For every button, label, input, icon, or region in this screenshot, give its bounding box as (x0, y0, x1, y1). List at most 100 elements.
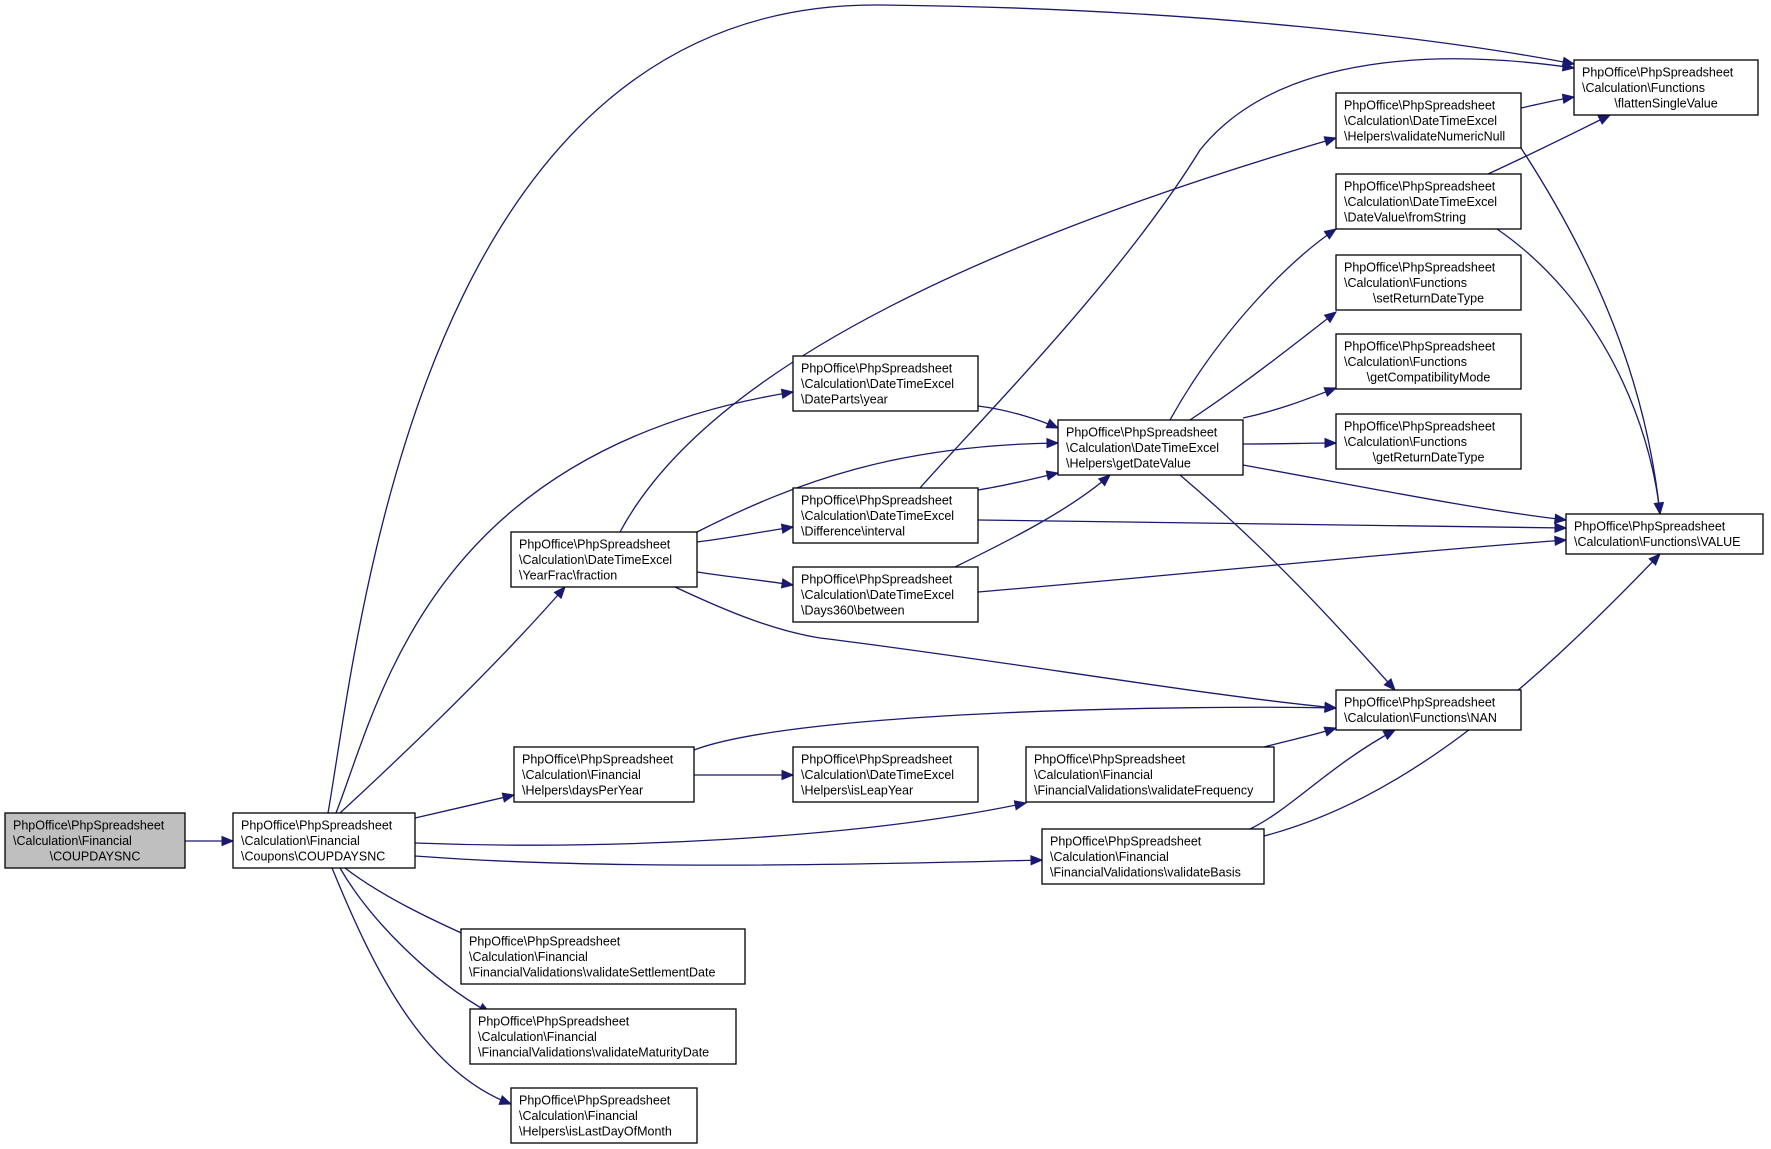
edge-n1-to-n6 (414, 800, 1028, 846)
node-label-line: \Helpers\isLeapYear (801, 783, 913, 797)
edge-n5-to-n15 (693, 702, 1338, 751)
edge-line (696, 442, 1059, 533)
edge-n12-to-n21 (1242, 464, 1568, 524)
node-label-line: \Calculation\DateTimeExcel (1066, 441, 1219, 455)
node-label-line: \Helpers\isLastDayOfMonth (519, 1124, 672, 1138)
node-label-line: \Calculation\Functions (1344, 355, 1467, 369)
node-box (510, 1087, 698, 1144)
node-label-line: \getCompatibilityMode (1367, 370, 1491, 384)
edge-n1-to-n5 (414, 792, 516, 819)
node-label-line: PhpOffice\PhpSpreadsheet (1582, 65, 1734, 79)
node-box (792, 566, 979, 623)
arrowhead (1553, 513, 1568, 524)
edge-line (977, 519, 1567, 529)
node-label-line: PhpOffice\PhpSpreadsheet (1066, 425, 1218, 439)
function-node[interactable]: PhpOffice\PhpSpreadsheet \Calculation\Dat… (1057, 419, 1244, 476)
node-label-line: PhpOffice\PhpSpreadsheet (801, 572, 953, 586)
function-node[interactable]: PhpOffice\PhpSpreadsheet\Calculation\Fun… (1335, 689, 1522, 731)
function-node[interactable]: PhpOffice\PhpSpreadsheet \Calculation\Dat… (1335, 173, 1522, 230)
node-box (1057, 419, 1244, 476)
function-node[interactable]: PhpOffice\PhpSpreadsheet\Calculation\Fin… (469, 1008, 737, 1065)
edge-layer (185, 4, 1664, 1105)
function-node[interactable]: PhpOffice\PhpSpreadsheet\Calculation\Fun… (1335, 333, 1522, 390)
edge-n3-to-n12 (977, 405, 1060, 429)
arrowhead (1323, 136, 1338, 147)
function-node[interactable]: PhpOffice\PhpSpreadsheet\Calculation\Fin… (460, 928, 746, 985)
arrowhead (1323, 387, 1338, 398)
node-label-line: \Calculation\DateTimeExcel (801, 377, 954, 391)
node-label-line: PhpOffice\PhpSpreadsheet (522, 752, 674, 766)
edge-n14-to-n21 (977, 535, 1568, 593)
edge-n13-to-n21 (977, 519, 1568, 534)
function-node[interactable]: PhpOffice\PhpSpreadsheet\Calculation\Dat… (792, 487, 979, 544)
node-label-line: \Coupons\COUPDAYSNC (241, 849, 385, 863)
edge-n4-to-n15 (674, 586, 1338, 713)
node-label-line: \Calculation\DateTimeExcel (801, 509, 954, 523)
edge-line (696, 571, 794, 586)
edge-n13-to-n12 (977, 470, 1060, 491)
node-label-line: PhpOffice\PhpSpreadsheet (1344, 179, 1496, 193)
function-node[interactable]: PhpOffice\PhpSpreadsheet\Calculation\Dat… (792, 746, 979, 803)
edge-line (1496, 228, 1661, 515)
edge-line (954, 474, 1111, 568)
arrowhead (781, 769, 795, 781)
node-label-line: \flattenSingleValue (1614, 96, 1717, 110)
edge-line (619, 137, 1337, 533)
function-node[interactable]: PhpOffice\PhpSpreadsheet \Calculation\Dat… (792, 355, 979, 412)
node-label-line: \FinancialValidations\validateFrequency (1034, 783, 1254, 797)
node-box (1573, 59, 1759, 116)
edge-n11-to-n21 (1520, 147, 1664, 516)
function-node[interactable]: PhpOffice\PhpSpreadsheet\Calculation\Fin… (1025, 746, 1275, 803)
edge-n17-to-n21 (1496, 228, 1664, 516)
function-node[interactable]: PhpOffice\PhpSpreadsheet\Calculation\Fin… (513, 746, 695, 803)
function-node[interactable]: PhpOffice\PhpSpreadsheet \Calculation\Fin… (232, 812, 416, 869)
arrowhead (1045, 470, 1060, 481)
edge-n17-to-n2 (1487, 114, 1612, 175)
edge-n1-to-n4 (339, 586, 566, 814)
function-node[interactable]: PhpOffice\PhpSpreadsheet\Calculation\Fun… (1335, 254, 1522, 311)
node-label-line: \Calculation\DateTimeExcel (1344, 114, 1497, 128)
edge-n1-to-n10 (331, 867, 513, 1105)
node-label-line: \Helpers\validateNumericNull (1344, 129, 1505, 143)
arrowhead (1383, 677, 1396, 691)
function-node[interactable]: PhpOffice\PhpSpreadsheet \Calculation\Dat… (1335, 92, 1522, 149)
node-label-line: PhpOffice\PhpSpreadsheet (1344, 98, 1496, 112)
arrowhead (501, 792, 516, 803)
function-node[interactable]: PhpOffice\PhpSpreadsheet\Calculation\Fun… (1573, 59, 1759, 116)
node-box (1565, 513, 1764, 555)
function-node[interactable]: PhpOffice\PhpSpreadsheet\Calculation\Fun… (1335, 413, 1522, 470)
node-label-line: \Calculation\Functions\NAN (1344, 711, 1497, 725)
node-label-line: \Calculation\Financial (13, 834, 132, 848)
edge-n12-to-n17 (1169, 228, 1338, 421)
function-node[interactable]: PhpOffice\PhpSpreadsheet\Calculation\Fin… (1041, 828, 1265, 885)
node-label-line: PhpOffice\PhpSpreadsheet (241, 818, 393, 832)
arrowhead (780, 578, 795, 589)
node-label-line: \DateValue\fromString (1344, 210, 1466, 224)
node-label-line: \Calculation\DateTimeExcel (1344, 195, 1497, 209)
edge-n12-to-n18 (1189, 311, 1338, 421)
edge-line (331, 867, 512, 1105)
edge-line (414, 855, 1043, 866)
node-label-line: \Helpers\daysPerYear (522, 783, 643, 797)
edge-line (696, 526, 794, 543)
function-node[interactable]: PhpOffice\PhpSpreadsheet\Calculation\Dat… (510, 531, 698, 588)
function-node[interactable]: PhpOffice\PhpSpreadsheet\Calculation\Fun… (1565, 513, 1764, 555)
function-node[interactable]: PhpOffice\PhpSpreadsheet\Calculation\Dat… (792, 566, 979, 623)
arrowhead (553, 586, 566, 600)
node-box (469, 1008, 737, 1065)
node-label-line: \FinancialValidations\validateSettlement… (469, 965, 715, 979)
edge-n4-to-n14 (696, 571, 795, 589)
node-label-line: PhpOffice\PhpSpreadsheet (1050, 834, 1202, 848)
edge-n7-to-n21 (1263, 553, 1661, 837)
node-label-line: \getReturnDateType (1373, 450, 1485, 464)
arrowhead (1561, 61, 1576, 72)
edge-line (327, 4, 1575, 814)
edge-n1-to-n3 (335, 388, 795, 814)
edge-line (1520, 147, 1661, 515)
root-node[interactable]: PhpOffice\PhpSpreadsheet\Calculation\Fin… (4, 812, 186, 869)
function-node[interactable]: PhpOffice\PhpSpreadsheet\Calculation\Fin… (510, 1087, 698, 1144)
node-box (1041, 828, 1265, 885)
node-label-line: \Calculation\Financial (241, 834, 360, 848)
node-label-line: PhpOffice\PhpSpreadsheet (801, 361, 953, 375)
